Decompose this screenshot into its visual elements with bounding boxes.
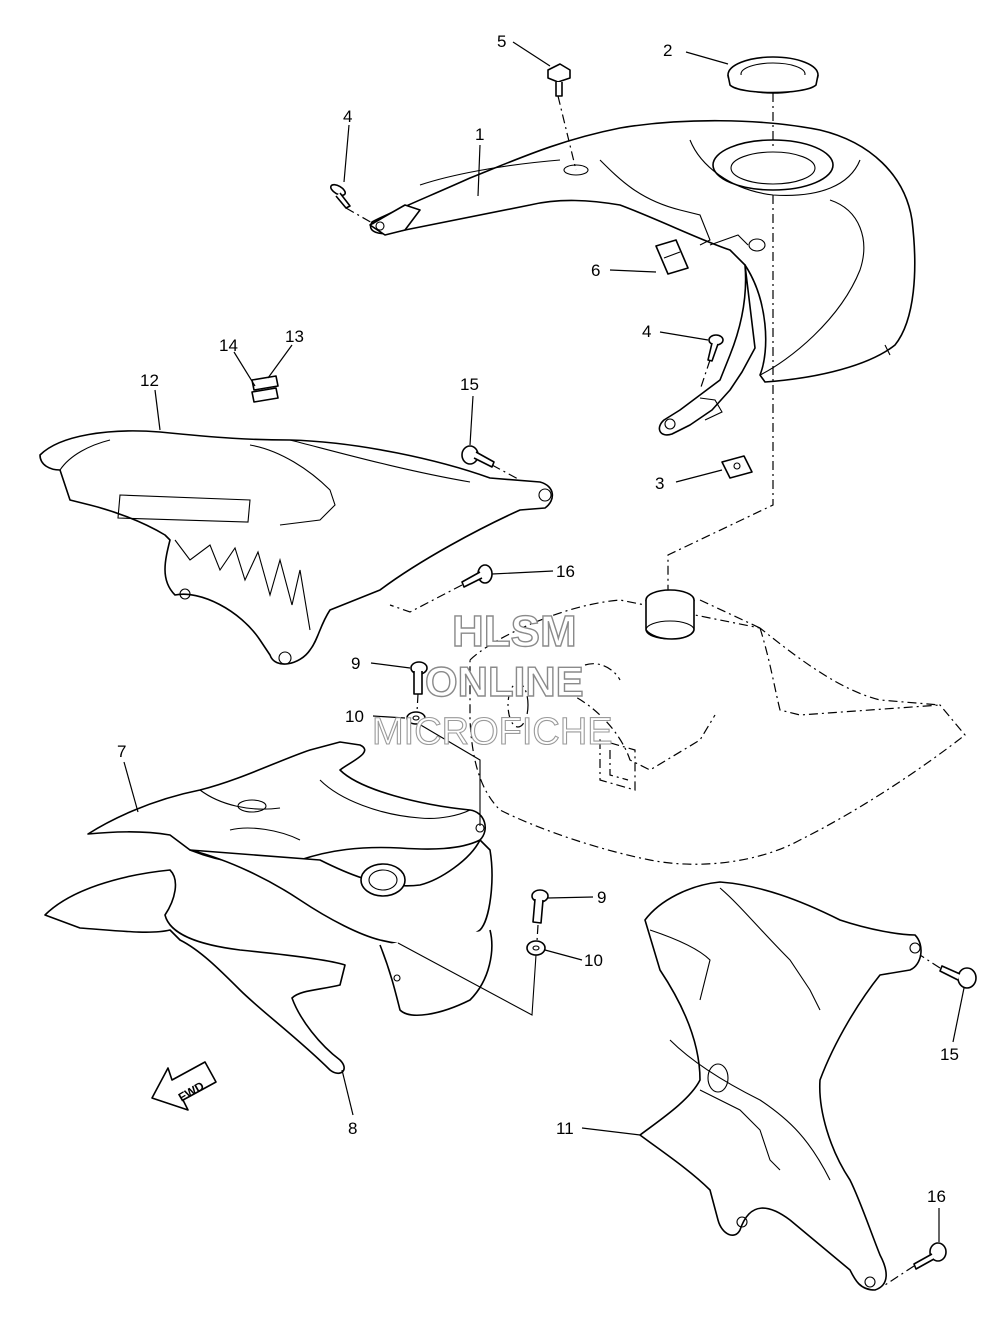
tank-top-cover xyxy=(369,119,916,383)
screw-4-top xyxy=(329,183,351,209)
label-10b: 10 xyxy=(584,951,603,970)
fuel-tank xyxy=(469,589,966,865)
label-4b: 4 xyxy=(642,322,651,341)
bolt-16-lower xyxy=(913,1242,947,1270)
label-15a: 15 xyxy=(460,375,479,394)
side-panel-7 xyxy=(87,741,486,866)
tape-13-14 xyxy=(251,375,279,403)
label-15b: 15 xyxy=(940,1045,959,1064)
label-10a: 10 xyxy=(345,707,364,726)
side-cover-11 xyxy=(639,881,922,1291)
leader-lines xyxy=(123,41,965,1242)
watermark-line-1: HLSM xyxy=(452,607,577,656)
label-4a: 4 xyxy=(343,107,352,126)
label-2: 2 xyxy=(663,41,672,60)
nut-3 xyxy=(721,455,753,479)
label-1: 1 xyxy=(475,125,484,144)
label-13: 13 xyxy=(285,327,304,346)
label-16a: 16 xyxy=(556,562,575,581)
bolt-9-lower xyxy=(531,889,549,924)
label-12: 12 xyxy=(140,371,159,390)
callout-labels: 1 2 3 4 4 5 6 7 8 9 9 10 10 11 12 13 14 … xyxy=(117,32,959,1206)
label-6: 6 xyxy=(591,261,600,280)
filler-grommet xyxy=(727,56,819,94)
label-5: 5 xyxy=(497,32,506,51)
watermark-line-2: ONLINE xyxy=(425,658,584,705)
label-3: 3 xyxy=(655,474,664,493)
side-panel-8 xyxy=(44,839,493,1075)
label-11: 11 xyxy=(556,1119,574,1138)
label-7: 7 xyxy=(117,742,126,761)
bolt-16-mid xyxy=(461,564,493,588)
assembly-lines xyxy=(345,93,941,1286)
watermark: HLSM ONLINE MICROFICHE xyxy=(371,606,613,753)
bolt-5 xyxy=(547,63,571,97)
watermark-line-3: MICROFICHE xyxy=(372,711,613,753)
bolt-15-lower xyxy=(939,965,977,989)
fwd-arrow-icon: FWD xyxy=(151,1061,217,1111)
bolt-15-top xyxy=(461,445,495,468)
label-8: 8 xyxy=(348,1119,357,1138)
washer-10-lower xyxy=(526,940,546,956)
label-9b: 9 xyxy=(597,888,606,907)
label-9a: 9 xyxy=(351,654,360,673)
side-cover-12 xyxy=(39,430,554,665)
clip-6 xyxy=(655,239,689,275)
washer-10-upper xyxy=(406,711,426,725)
label-16b: 16 xyxy=(927,1187,946,1206)
label-14: 14 xyxy=(219,336,238,355)
tank-cover-bracket xyxy=(658,234,756,436)
screw-4-mid xyxy=(707,334,724,362)
